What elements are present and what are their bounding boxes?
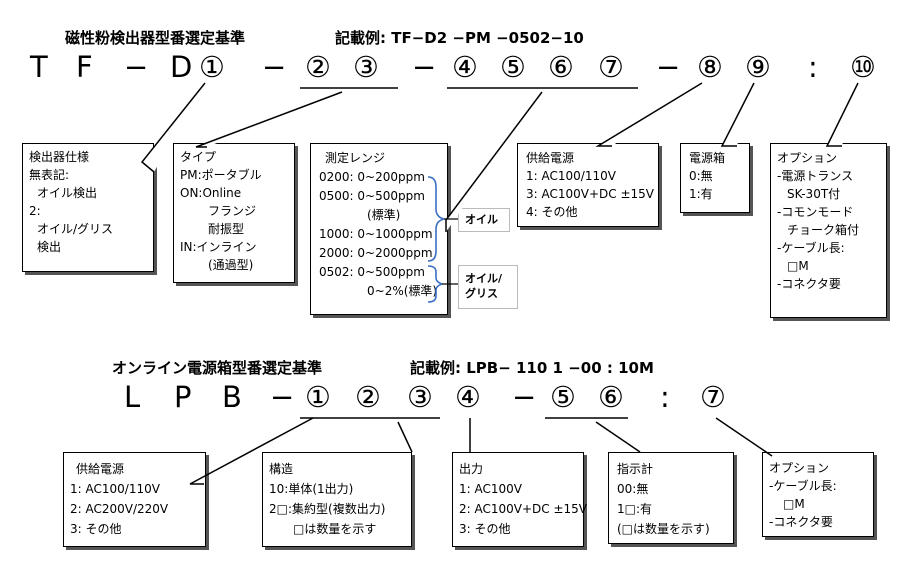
code-digit-6: ⑥ (548, 50, 574, 84)
box-heading: 検出器仕様 (29, 150, 90, 164)
code-char: − (124, 50, 149, 84)
code-char: − (262, 50, 287, 84)
code-digit-10: ⑩ (850, 50, 876, 84)
top-example: 記載例: TF−D2 −PM −0502−10 (335, 29, 584, 47)
indicator-meter-box: 指示計 00:無 1□:有 (□は数量を示す) (608, 452, 734, 544)
output-box: 出力 1: AC100V 2: AC100V+DC ±15V 3: その他 (452, 452, 587, 547)
box-heading: 出力 (459, 462, 484, 476)
type-box: タイプ PM:ポータブル ON:Online フランジ 耐振型 IN:インライン… (173, 143, 295, 283)
structure-box: 構造 10:単体(1出力) 2□:集約型(複数出力) □は数量を示す (262, 452, 412, 547)
code-digit-7: ⑦ (598, 50, 624, 84)
code-colon: : (808, 50, 818, 84)
power-box-box: 電源箱 0:無 1:有 (680, 143, 750, 213)
code-char: − (656, 50, 681, 84)
box-heading: 電源箱 (689, 151, 726, 165)
option-box-bottom: オプション -ケーブル長: □M -コネクタ要 (762, 452, 874, 537)
option-box-top: オプション -電源トランス SK-30T付 -コモンモード チョーク箱付 -ケー… (770, 143, 887, 318)
code-char: B (222, 380, 242, 414)
box-heading: 測定レンジ (325, 151, 386, 165)
measure-range-box: 測定レンジ 0200: 0~200ppm 0500: 0~500ppm (標準)… (310, 143, 448, 315)
code-digit-3: ③ (353, 50, 379, 84)
code-char: T (30, 50, 48, 84)
oil-grease-tag: オイル/ グリス (458, 265, 518, 309)
box-heading: タイプ (180, 150, 217, 164)
code-char: − (512, 380, 537, 414)
code-digit-4: ④ (452, 50, 478, 84)
code-char: L (124, 380, 141, 414)
code-char: − (412, 50, 437, 84)
supply-box-bottom: 供給電源 1: AC100/110V 2: AC200V/220V 3: その他 (63, 452, 206, 547)
callout-b-5-6 (595, 421, 641, 453)
callout-2-3 (195, 91, 343, 148)
code-digit-1: ① (305, 380, 331, 414)
code-digit-4: ④ (455, 380, 481, 414)
code-char: − (270, 380, 295, 414)
callout-8 (595, 82, 703, 147)
code-digit-3: ③ (407, 380, 433, 414)
detector-spec-box: 検出器仕様 無表記: オイル検出 2: オイル/グリス 検出 (22, 143, 154, 272)
code-colon: : (660, 380, 670, 414)
oil-tag: オイル (458, 208, 510, 232)
top-title: 磁性粉検出器型番選定基準 (65, 29, 246, 47)
code-digit-6: ⑥ (598, 380, 624, 414)
callout-9 (720, 82, 755, 147)
bottom-example: 記載例: LPB− 110 1 −00 : 10M (410, 359, 654, 377)
box-heading: オプション (769, 461, 830, 475)
code-digit-7: ⑦ (700, 380, 726, 414)
box-heading: オプション (777, 151, 838, 165)
code-digit-2: ② (355, 380, 381, 414)
callout-10 (825, 82, 859, 147)
code-digit-5: ⑤ (550, 380, 576, 414)
bottom-title: オンライン電源箱型番選定基準 (112, 359, 323, 377)
code-char: F (76, 50, 93, 84)
box-heading: 構造 (269, 462, 294, 476)
code-digit-8: ⑧ (697, 50, 723, 84)
code-char: D (170, 50, 193, 84)
box-heading: 供給電源 (76, 462, 125, 476)
power-supply-box: 供給電源 1: AC100/110V 3: AC100V+DC ±15V 4: … (517, 143, 659, 227)
box-heading: 供給電源 (526, 151, 575, 165)
callout-b-2-3 (397, 421, 413, 453)
code-digit-5: ⑤ (500, 50, 526, 84)
callout-b-7 (715, 417, 773, 457)
code-digit-1: ① (199, 50, 225, 84)
code-char: P (174, 380, 192, 414)
code-digit-9: ⑨ (745, 50, 771, 84)
box-heading: 指示計 (617, 462, 654, 476)
code-digit-2: ② (305, 50, 331, 84)
